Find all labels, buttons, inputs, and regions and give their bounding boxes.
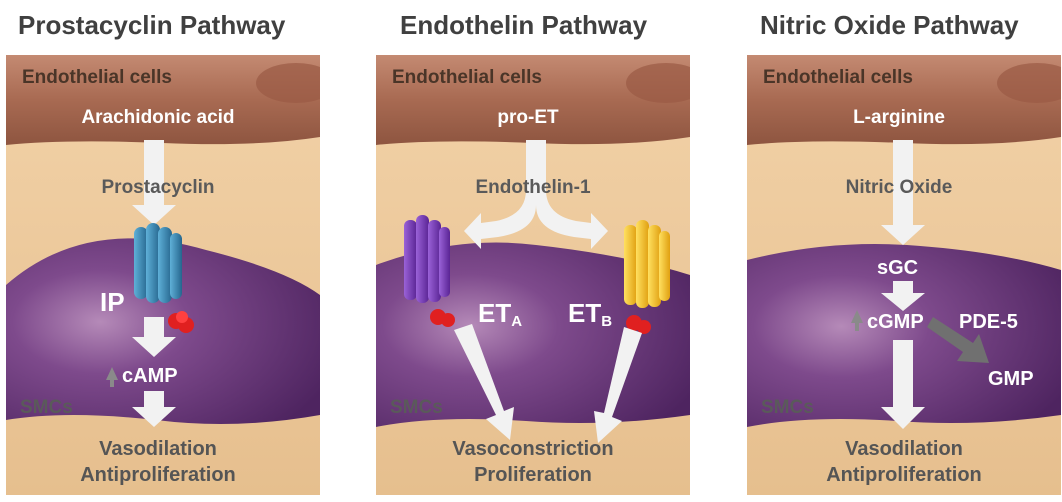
eta-text: ET xyxy=(478,298,512,328)
arrow-eta-outcome xyxy=(454,324,514,440)
smc-label: SMCs xyxy=(20,397,73,418)
enzyme-label: sGC xyxy=(877,257,919,279)
arrow-down-3 xyxy=(132,391,176,427)
product-label: GMP xyxy=(988,368,1034,390)
eta-receptor-label: ETA xyxy=(478,298,522,330)
endothelial-label: Endothelial cells xyxy=(763,67,913,88)
precursor-label: Arachidonic acid xyxy=(81,107,235,128)
second-messenger-label: cAMP xyxy=(122,365,178,387)
eta-subscript: A xyxy=(511,313,523,330)
arrow-pde5 xyxy=(927,317,989,363)
outcome-2: Antiproliferation xyxy=(80,464,236,486)
endothelial-layer xyxy=(747,55,1061,145)
mediator-label: Prostacyclin xyxy=(101,177,215,198)
smc-label: SMCs xyxy=(761,397,814,418)
outcome-label: Vasodilation Antiproliferation xyxy=(747,436,1061,488)
outcome-label: Vasodilation Antiproliferation xyxy=(6,436,310,488)
outcome-1: Vasoconstriction xyxy=(452,438,614,460)
prostacyclin-diagram xyxy=(6,55,320,495)
arrow-down-1 xyxy=(881,140,925,245)
up-arrow-icon xyxy=(851,310,863,331)
endothelial-layer xyxy=(376,55,690,145)
smc-label: SMCs xyxy=(390,397,443,418)
mediator-label: Nitric Oxide xyxy=(845,177,953,198)
outcome-1: Vasodilation xyxy=(99,438,217,460)
etb-subscript: B xyxy=(601,313,613,330)
smooth-muscle-cell xyxy=(747,244,1061,427)
arrow-down-3 xyxy=(881,340,925,429)
up-arrow-icon xyxy=(106,367,118,387)
panel-title-prostacyclin: Prostacyclin Pathway xyxy=(18,10,286,40)
arrow-down-1 xyxy=(132,140,176,225)
endothelial-label: Endothelial cells xyxy=(22,67,172,88)
panel-title-nitric-oxide: Nitric Oxide Pathway xyxy=(760,10,1019,40)
endothelial-label: Endothelial cells xyxy=(392,67,542,88)
endothelin-diagram xyxy=(376,55,690,495)
nitric-oxide-diagram xyxy=(747,55,1061,495)
arrow-down-2 xyxy=(132,317,176,357)
precursor-label: pro-ET xyxy=(497,107,559,128)
endothelial-nucleus xyxy=(256,63,320,103)
endothelial-nucleus xyxy=(626,63,690,103)
etb-receptor-label: ETB xyxy=(568,298,612,330)
outcome-2: Antiproliferation xyxy=(826,464,982,486)
endothelial-layer xyxy=(6,55,320,145)
etb-text: ET xyxy=(568,298,602,328)
outcome-1: Vasodilation xyxy=(845,438,963,460)
panel-nitric-oxide: Endothelial cells L-arginine Nitric Oxid… xyxy=(747,55,1061,495)
degrading-enzyme-label: PDE-5 xyxy=(959,311,1018,333)
ip-receptor-icon xyxy=(134,223,194,333)
receptor-label: IP xyxy=(100,287,125,317)
etb-receptor-icon xyxy=(624,220,670,334)
endothelial-nucleus xyxy=(997,63,1061,103)
arrow-etb-outcome xyxy=(594,327,642,443)
outcome-label: Vasoconstriction Proliferation xyxy=(376,436,690,488)
second-messenger-label: cGMP xyxy=(867,311,924,333)
outcome-2: Proliferation xyxy=(474,464,592,486)
panel-endothelin: Endothelial cells pro-ET Endothelin-1 ET… xyxy=(376,55,690,495)
mediator-label: Endothelin-1 xyxy=(475,177,591,198)
eta-receptor-icon xyxy=(404,215,455,327)
panel-prostacyclin: Endothelial cells Arachidonic acid Prost… xyxy=(6,55,320,495)
arrow-down-2 xyxy=(881,281,925,311)
precursor-label: L-arginine xyxy=(853,107,945,128)
split-arrow-icon xyxy=(464,140,608,249)
panel-title-endothelin: Endothelin Pathway xyxy=(400,10,648,40)
